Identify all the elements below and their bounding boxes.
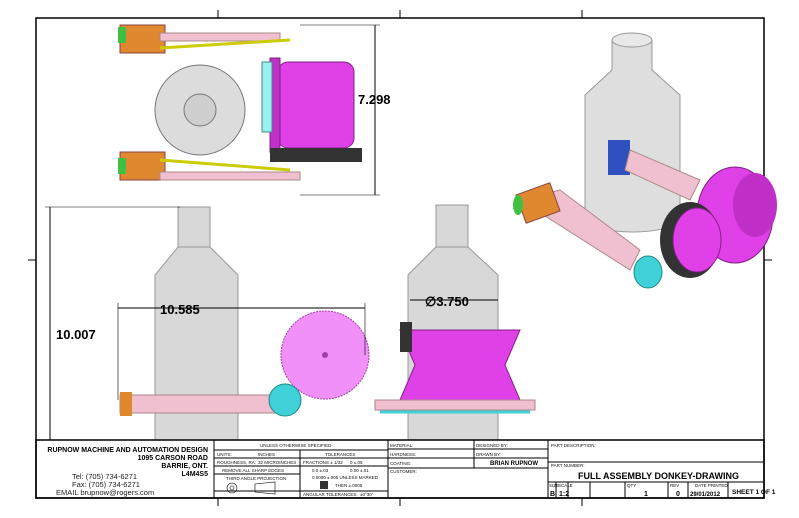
customer-label: CUSTOMER: (390, 469, 417, 474)
rev-label: REV (670, 483, 679, 488)
qty-label: QTY (627, 483, 636, 488)
part-number-label: PART NUMBER: (551, 463, 585, 468)
sheet-number: SHEET 1 OF 1 (732, 489, 776, 496)
drawing-title: FULL ASSEMBLY DONKEY-DRAWING (578, 471, 739, 481)
size-value: B (550, 491, 555, 498)
unless-specified: UNLESS OTHERWISE SPECIFIED (260, 443, 332, 448)
units-label: UNITS: (217, 452, 232, 457)
datum-symbol (320, 481, 328, 489)
company-postal: L4M4S5 (182, 471, 209, 478)
part-description-label: PART DESCRIPTION: (551, 443, 596, 448)
dim-front-height: 10.007 (56, 327, 96, 342)
projection-symbol (226, 481, 276, 495)
roughness-label: ROUGHNESS, RA: (217, 460, 256, 465)
remove-edges: REMOVE ALL SHARP EDGES (222, 468, 284, 473)
top-view (118, 24, 380, 196)
company-email: EMAIL brupnow@rogers.com (56, 488, 154, 497)
angular-label: ANGULAR TOLERANCES: (303, 492, 358, 497)
dim-top-height: 7.298 (358, 92, 391, 107)
tol-then: THEN ±.0005 (335, 483, 363, 488)
date-label: DATE PRINTED (695, 483, 728, 488)
title-block-lines (35, 439, 765, 499)
company-fax: Fax: (705) 734-6271 (72, 480, 140, 489)
zone-ticks (28, 10, 772, 506)
scale-value: 1:2 (559, 491, 569, 498)
date-value: 29/01/2012 (690, 492, 721, 498)
company-address2: BARRIE, ONT. (161, 463, 208, 470)
hardness-label: HARDNESS: (390, 452, 416, 457)
designed-by-label: DESIGNED BY: (476, 443, 508, 448)
tol-00: 0.0 ±.03 (312, 468, 329, 473)
front-view (45, 206, 370, 441)
tol-fractions: FRACTIONS ± 1/32 (303, 460, 343, 465)
projection-label: THIRD ANGLE PROJECTION (226, 476, 286, 481)
company-address1: 1095 CARSON ROAD (138, 455, 208, 462)
company-tel: Tel: (705) 734-6271 (72, 472, 137, 481)
drawn-by-label: DRAWN BY: (476, 452, 501, 457)
size-label: SIZE (549, 483, 559, 488)
tol-0000: 0.0000 ±.005 UNLESS MARKED (312, 475, 379, 480)
coating-label: COATING: (390, 461, 411, 466)
tolerances-label: TOLERANCES (325, 452, 355, 457)
side-view (374, 204, 536, 441)
material-label: MATERIAL: (390, 443, 413, 448)
tol-0: 0 ±.05 (350, 460, 363, 465)
isometric-view (513, 32, 777, 289)
units-value: INCHES (258, 452, 275, 457)
roughness-value: 32 MICROINCHES (258, 460, 296, 465)
qty-value: 1 (644, 491, 648, 498)
scale-label: SCALE (558, 483, 573, 488)
company-name: RUPNOW MACHINE AND AUTOMATION DESIGN (47, 447, 208, 454)
dim-front-width: 10.585 (160, 302, 200, 317)
tol-000: 0.00 ±.01 (350, 468, 369, 473)
dim-side-diameter: ∅3.750 (425, 294, 469, 309)
drawn-by-value: BRIAN RUPNOW (490, 461, 538, 467)
angular-value: ±0°30' (360, 492, 373, 497)
rev-value: 0 (676, 491, 680, 498)
